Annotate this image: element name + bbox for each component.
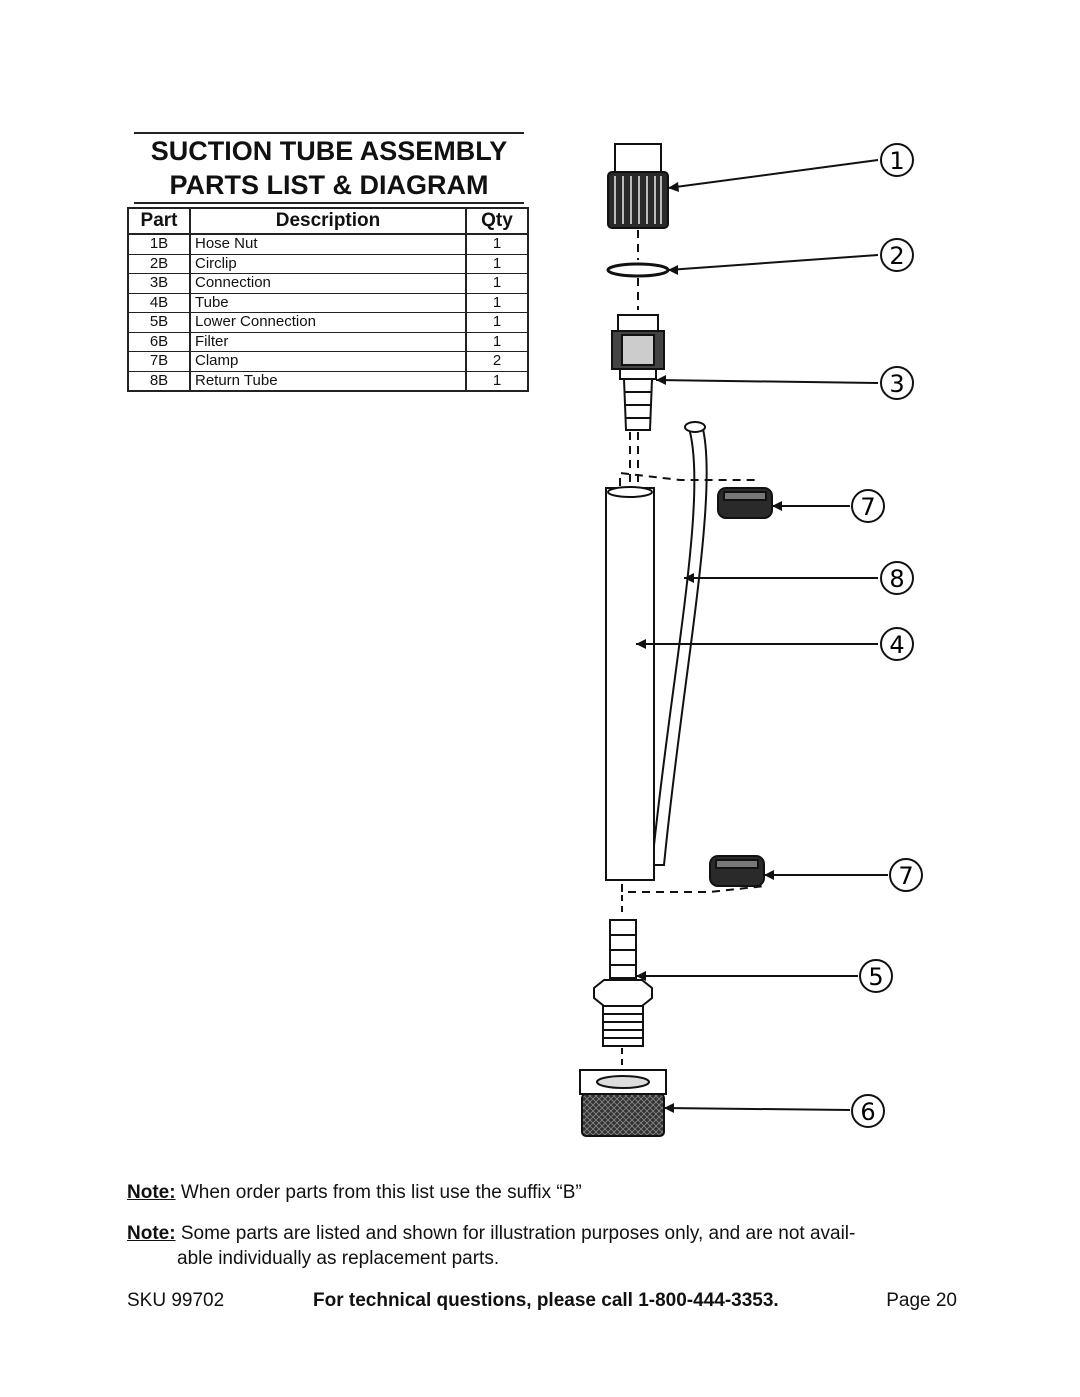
svg-text:2: 2 [889,242,904,270]
footer-sku: SKU 99702 [127,1290,225,1311]
cell-part: 8B [127,371,191,392]
callout-1: 1 [880,143,914,177]
cell-description: Return Tube [189,371,467,392]
cell-part: 5B [127,312,191,333]
clamp-upper-part [717,487,773,519]
leader-lines [636,159,888,1111]
cell-part: 4B [127,293,191,313]
callout-4: 4 [880,627,914,661]
title-line-1: SUCTION TUBE ASSEMBLY [150,136,508,166]
callout-3: 3 [880,366,914,400]
note-text: Some parts are listed and shown for illu… [175,1223,856,1244]
cell-description: Lower Connection [189,312,467,333]
tube-part [605,486,655,881]
cell-description: Hose Nut [189,234,467,255]
svg-text:3: 3 [889,370,904,398]
note-label: Note: [127,1182,176,1203]
cell-qty: 2 [465,351,529,372]
footer-page-number: Page 20 [886,1290,957,1311]
cell-description: Filter [189,332,467,352]
cell-qty: 1 [465,254,529,274]
note-text-continued: able individually as replacement parts. [177,1248,500,1269]
svg-text:7: 7 [898,862,913,890]
header-part: Part [127,207,191,235]
cell-qty: 1 [465,234,529,255]
cell-description: Connection [189,273,467,294]
title-top-rule [134,132,524,134]
footer-tech-support: For technical questions, please call 1-8… [313,1290,779,1311]
assembly-diagram: 1 2 3 7 8 4 7 5 6 [579,143,923,1137]
cell-qty: 1 [465,312,529,333]
callout-7-upper: 7 [851,489,885,523]
callout-5: 5 [859,959,893,993]
lower-connection-part [593,919,653,1047]
callout-2: 2 [880,238,914,272]
title-bottom-rule [134,202,524,204]
note-illustration: Note: Some parts are listed and shown fo… [127,1221,967,1271]
cell-qty: 1 [465,293,529,313]
leader-arrows [636,182,782,1113]
filter-part [579,1069,667,1137]
cell-qty: 1 [465,273,529,294]
cell-description: Circlip [189,254,467,274]
table-header-row: Part Description Qty [127,207,529,235]
clamp-lower-part [709,855,765,887]
cell-part: 1B [127,234,191,255]
svg-text:5: 5 [868,963,883,991]
cell-part: 6B [127,332,191,352]
cell-qty: 1 [465,371,529,392]
cell-part: 7B [127,351,191,372]
note-suffix: Note: When order parts from this list us… [127,1180,967,1205]
title-line-2: PARTS LIST & DIAGRAM [169,170,489,200]
title-block: SUCTION TUBE ASSEMBLY PARTS LIST & DIAGR… [134,132,524,204]
svg-text:4: 4 [889,631,904,659]
svg-text:8: 8 [889,565,904,593]
callout-7-lower: 7 [889,858,923,892]
cell-description: Tube [189,293,467,313]
callout-6: 6 [851,1094,885,1128]
connection-part [611,314,665,431]
note-text: When order parts from this list use the … [175,1182,582,1203]
svg-text:6: 6 [860,1098,875,1126]
svg-text:1: 1 [889,147,904,175]
cell-part: 2B [127,254,191,274]
note-label: Note: [127,1223,176,1244]
callouts: 1 2 3 7 8 4 7 5 6 [851,143,923,1128]
header-qty: Qty [465,207,529,235]
circlip-part [606,262,670,278]
hose-nut-part [607,143,669,229]
svg-text:7: 7 [860,493,875,521]
callout-8: 8 [880,561,914,595]
cell-qty: 1 [465,332,529,352]
header-description: Description [189,207,467,235]
cell-description: Clamp [189,351,467,372]
cell-part: 3B [127,273,191,294]
